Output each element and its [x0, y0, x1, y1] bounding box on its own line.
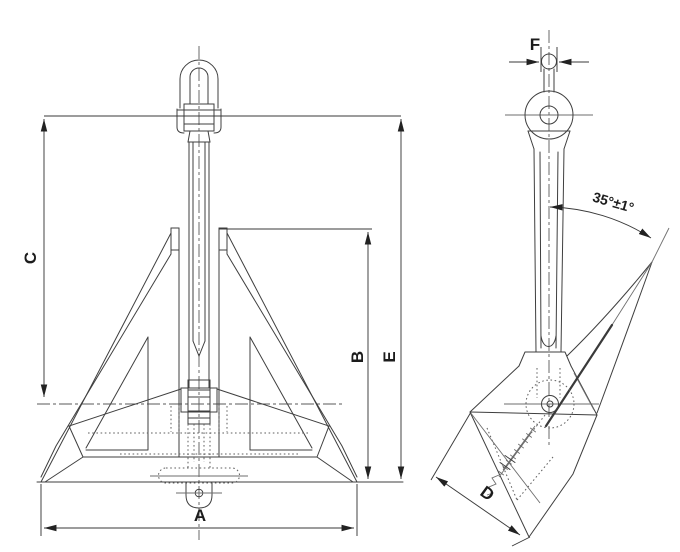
- angle-label: 35°±1°: [591, 189, 636, 216]
- fluke-triangle: [40, 232, 358, 483]
- crown: [36, 379, 404, 509]
- d-dimension: D: [430, 411, 531, 547]
- dim-label-a: A: [194, 506, 206, 525]
- shank-side: [518, 53, 574, 367]
- fluke-side: [469, 227, 670, 538]
- shank-front: [188, 141, 210, 389]
- front-dimensions: C B E A: [21, 115, 405, 536]
- f-dimension: F: [509, 35, 589, 72]
- dim-label-c: C: [21, 252, 40, 264]
- front-centerlines: [37, 46, 344, 540]
- shackle: [176, 59, 222, 143]
- angle-annotation: 35°±1°: [549, 189, 652, 239]
- front-view: C B E A: [21, 46, 405, 540]
- side-view: 35°±1° F D: [430, 30, 670, 547]
- side-centerlines: [504, 30, 599, 446]
- dim-label-f: F: [530, 35, 540, 54]
- dim-label-d: D: [477, 482, 498, 505]
- dim-label-e: E: [380, 351, 399, 362]
- dim-label-b: B: [348, 351, 367, 363]
